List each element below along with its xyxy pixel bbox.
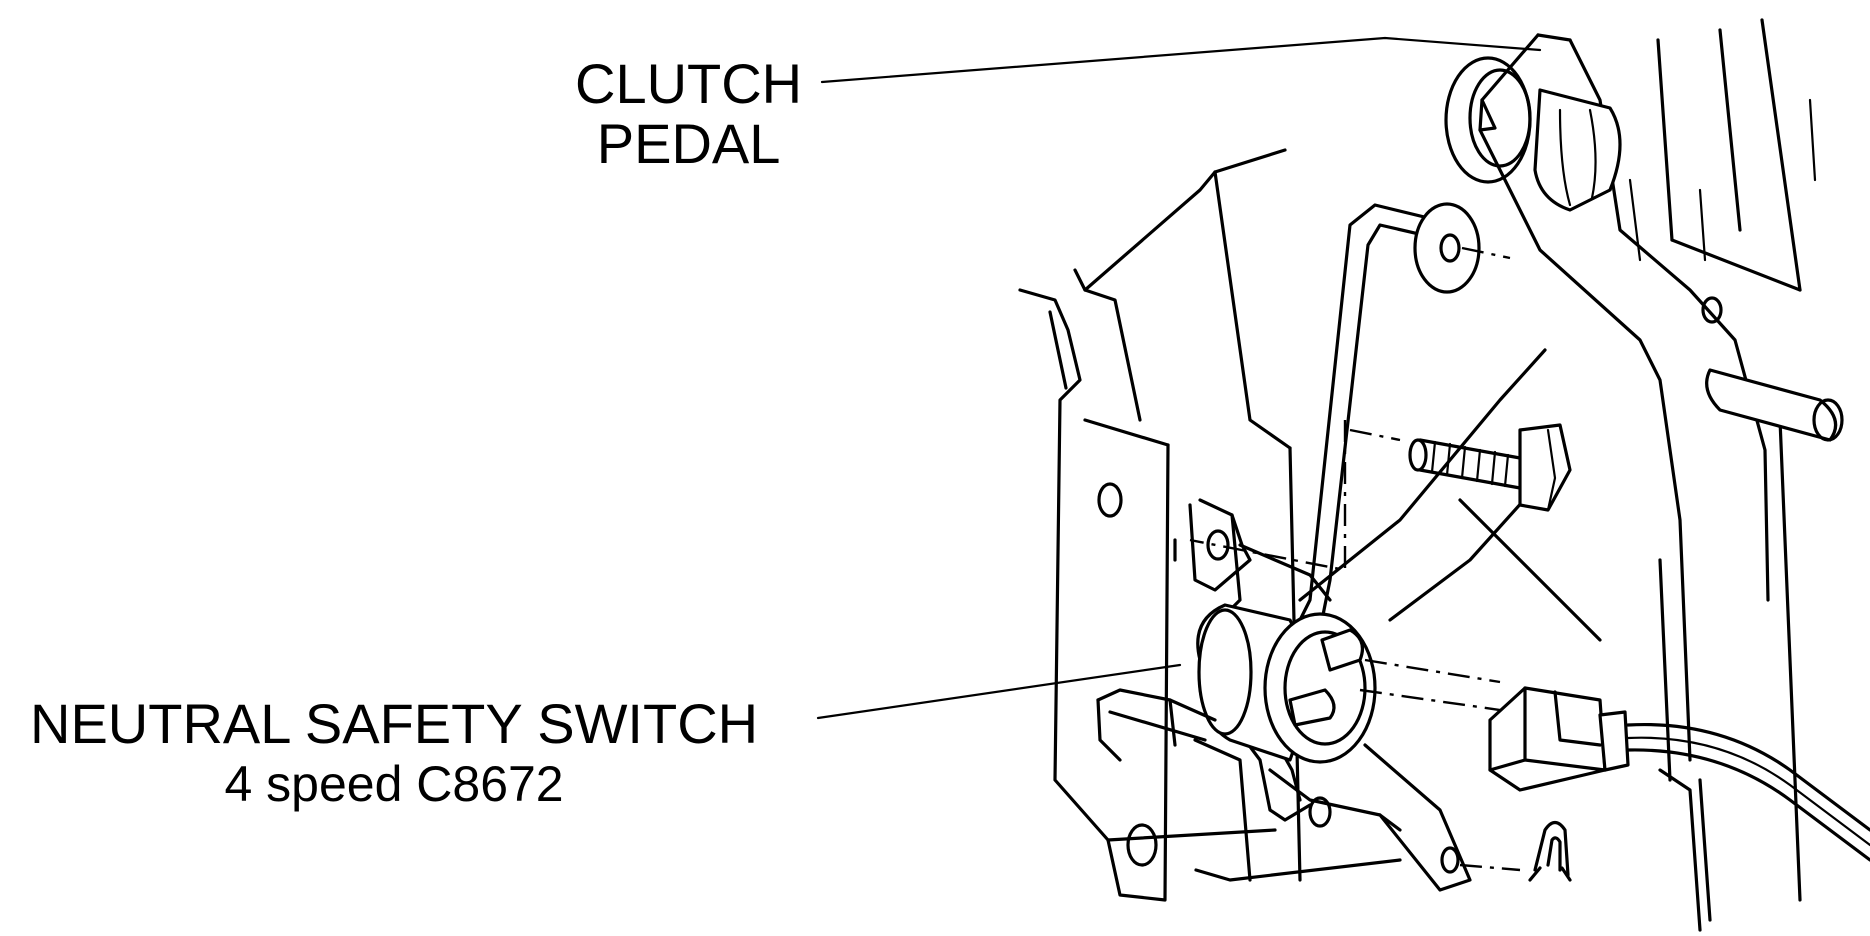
clutch-label-line2: PEDAL bbox=[596, 112, 781, 175]
clutch-pedal-arm bbox=[1478, 33, 1770, 762]
left-bracket-clip bbox=[1096, 688, 1217, 762]
lower-bracket-edge bbox=[1193, 738, 1702, 932]
switch-mounting-tab bbox=[1173, 498, 1332, 632]
clutch-pedal-label: CLUTCH PEDAL bbox=[575, 54, 802, 174]
bolt bbox=[1189, 420, 1572, 572]
connector bbox=[1488, 686, 1630, 792]
bracket-holes bbox=[1097, 482, 1158, 867]
clutch-label-line1: CLUTCH bbox=[575, 52, 803, 115]
neutral-switch-label: NEUTRAL SAFETY SWITCH 4 speed C8672 bbox=[30, 694, 758, 814]
pivot-bushing bbox=[1444, 56, 1622, 212]
neutral-safety-switch bbox=[1196, 603, 1541, 892]
retaining-clip bbox=[1528, 820, 1572, 882]
switch-leader-line bbox=[816, 663, 1182, 720]
background-panel bbox=[1656, 18, 1817, 922]
switch-label-line1: NEUTRAL SAFETY SWITCH bbox=[30, 692, 759, 755]
wire-harness bbox=[1626, 722, 1870, 862]
washer bbox=[1413, 202, 1511, 294]
pivot-pin bbox=[1705, 368, 1844, 442]
switch-label-line2: 4 speed C8672 bbox=[224, 756, 564, 812]
clutch-leader-line bbox=[820, 36, 1542, 84]
support-bracket bbox=[1018, 148, 1707, 902]
